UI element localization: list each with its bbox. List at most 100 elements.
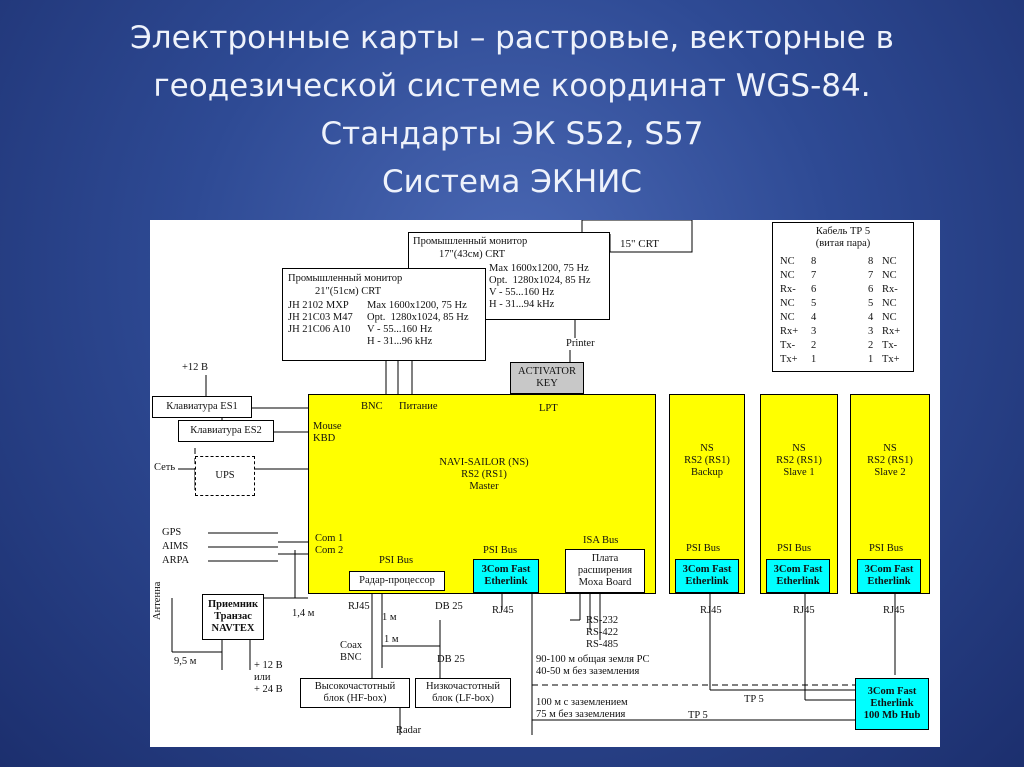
arpa-label: ARPA [162,555,190,566]
cable-left-signal: NC [780,298,795,309]
psi-bus-label-2: PSI Bus [483,545,518,556]
monitor-17-sub: 17"(43см) CRT [439,249,505,260]
cable-tp5-box: Кабель ТР 5 (витая пара) [772,222,914,372]
crt15-label: 15" CRT [620,238,659,250]
cable-title: Кабель ТР 5 (витая пара) [815,226,871,249]
cable-left-pin: 3 [811,326,817,337]
power-12-24-label: + 12 В или + 24 В [254,660,283,695]
cable-left-signal: NC [780,312,795,323]
activator-key-box: ACTIVATOR KEY [510,362,584,394]
rj45-main: RJ45 [492,605,514,616]
rj45-backup: RJ45 [700,605,722,616]
plus12-label: +12 В [182,362,209,373]
rj45-slave2: RJ45 [883,605,905,616]
db25-radar: DB 25 [435,601,463,612]
main-etherlink-label: 3Com Fast Etherlink [481,564,531,587]
distance-9-5m: 9,5 м [174,656,197,667]
net-label: Сеть [154,462,176,473]
navtex-receiver-label: Приемник Транзас NAVTEX [207,599,259,634]
cable-right-pin: 7 [868,270,874,281]
cable-right-signal: Tx- [882,340,898,351]
monitor-21-box: Промышленный монитор 21"(51см) CRT JH 21… [282,268,486,361]
monitor-21-head: Промышленный монитор [288,273,403,284]
cable-right-signal: NC [882,270,897,281]
ns-slave2-label: NS RS2 (RS1) Slave 2 [867,443,913,478]
cable-left-signal: Tx- [780,340,796,351]
monitor-21-specs: Max 1600x1200, 75 Hz Opt. 1280x1024, 85 … [367,300,469,347]
cable-right-signal: NC [882,256,897,267]
cable-left-signal: NC [780,256,795,267]
cable-left-signal: Rx- [780,284,796,295]
radar-processor-label: Радар-процессор [359,575,435,586]
printer-label: Printer [566,338,595,349]
antenna-label: Антенна [152,581,163,620]
ethernet-hub-box: 3Com Fast Etherlink 100 Mb Hub [855,678,929,730]
cable-left-pin: 4 [811,312,817,323]
cable-right-signal: NC [882,298,897,309]
rj45-radar: RJ45 [348,601,370,612]
ns-backup-label: NS RS2 (RS1) Backup [684,443,730,478]
keyboard-es1-label: Клавиатура ES1 [166,401,238,412]
ns-backup-psi: PSI Bus [686,543,721,554]
hf-box-label: Высокочастотный блок (HF-box) [314,681,396,704]
moxa-board-box: Плата расширения Moxa Board [565,549,645,593]
gps-label: GPS [162,527,182,538]
isa-bus-label: ISA Bus [583,535,619,546]
cable-left-signal: Rx+ [780,326,799,337]
navi-sailor-name: NAVI-SAILOR (NS) RS2 (RS1) Master [439,457,529,492]
radar-label: Radar [396,725,422,736]
ns-slave1-box: NS RS2 (RS1) Slave 1 PSI Bus 3Com Fast E… [760,394,838,594]
ups-box: UPS [195,456,255,496]
cable-right-pin: 3 [868,326,874,337]
navtex-receiver-box: Приемник Транзас NAVTEX [202,594,264,640]
cable-right-pin: 2 [868,340,874,351]
cable-right-signal: Rx+ [882,326,901,337]
title-line-1: Электронные карты – растровые, векторные… [130,20,894,56]
title-line-3: Стандарты ЭК S52, S57 [320,116,704,152]
coax-bnc-label: Coax BNC [340,640,363,663]
navi-sailor-master-box: BNC Питание LPT Mouse KBD NAVI-SAILOR (N… [308,394,656,594]
db25-lf: DB 25 [437,654,465,665]
cable-left-pin: 7 [811,270,817,281]
psi-bus-label-1: PSI Bus [379,555,414,566]
title-line-4: Система ЭКНИС [381,164,642,200]
main-etherlink-box: 3Com Fast Etherlink [473,559,539,593]
title-line-2: геодезической системе координат WGS-84. [153,68,871,104]
tp5-label-2: TP 5 [688,710,708,721]
ns-backup-etherlink-label: 3Com Fast Etherlink [682,564,732,587]
lpt-label: LPT [539,403,558,414]
distance-1m-b: 1 м [384,634,399,645]
cable-left-pin: 1 [811,354,817,365]
com-ports-label: Com 1 Com 2 [315,533,344,556]
cable-right-signal: Rx- [882,284,898,295]
ns-slave2-etherlink-label: 3Com Fast Etherlink [864,564,914,587]
tp5-label-1: TP 5 [744,694,764,705]
cable-right-signal: NC [882,312,897,323]
slide-title: Электронные карты – растровые, векторные… [0,14,1024,206]
lf-box: Низкочастотный блок (LF-box) [415,678,511,708]
cable-right-pin: 6 [868,284,874,295]
ns-slave2-etherlink: 3Com Fast Etherlink [857,559,921,593]
cable-left-signal: Tx+ [780,354,798,365]
cable-left-pin: 2 [811,340,817,351]
ns-backup-etherlink: 3Com Fast Etherlink [675,559,739,593]
cable-right-pin: 4 [868,312,874,323]
monitor-21-sub: 21"(51см) CRT [315,286,381,297]
rs-interfaces-label: RS-232 RS-422 RS-485 [586,615,619,650]
cable-right-signal: Tx+ [882,354,900,365]
cable-left-pin: 8 [811,256,817,267]
cable-right-pin: 5 [868,298,874,309]
hf-box: Высокочастотный блок (HF-box) [300,678,410,708]
ns-slave1-label: NS RS2 (RS1) Slave 1 [776,443,822,478]
ns-backup-box: NS RS2 (RS1) Backup PSI Bus 3Com Fast Et… [669,394,745,594]
cable-right-pin: 1 [868,354,874,365]
bnc-label: BNC [361,401,383,412]
aims-label: AIMS [162,541,189,552]
ground-note-1: 90-100 м общая земля РС 40-50 м без зазе… [536,654,650,677]
ns-slave2-psi: PSI Bus [869,543,904,554]
monitor-21-models: JH 2102 MXP JH 21C03 M47 JH 21C06 A10 [288,300,353,335]
ethernet-hub-label: 3Com Fast Etherlink 100 Mb Hub [863,686,921,721]
keyboard-es2-label: Клавиатура ES2 [190,425,262,436]
keyboard-es2-box: Клавиатура ES2 [178,420,274,442]
activator-key-label: ACTIVATOR KEY [518,366,576,389]
